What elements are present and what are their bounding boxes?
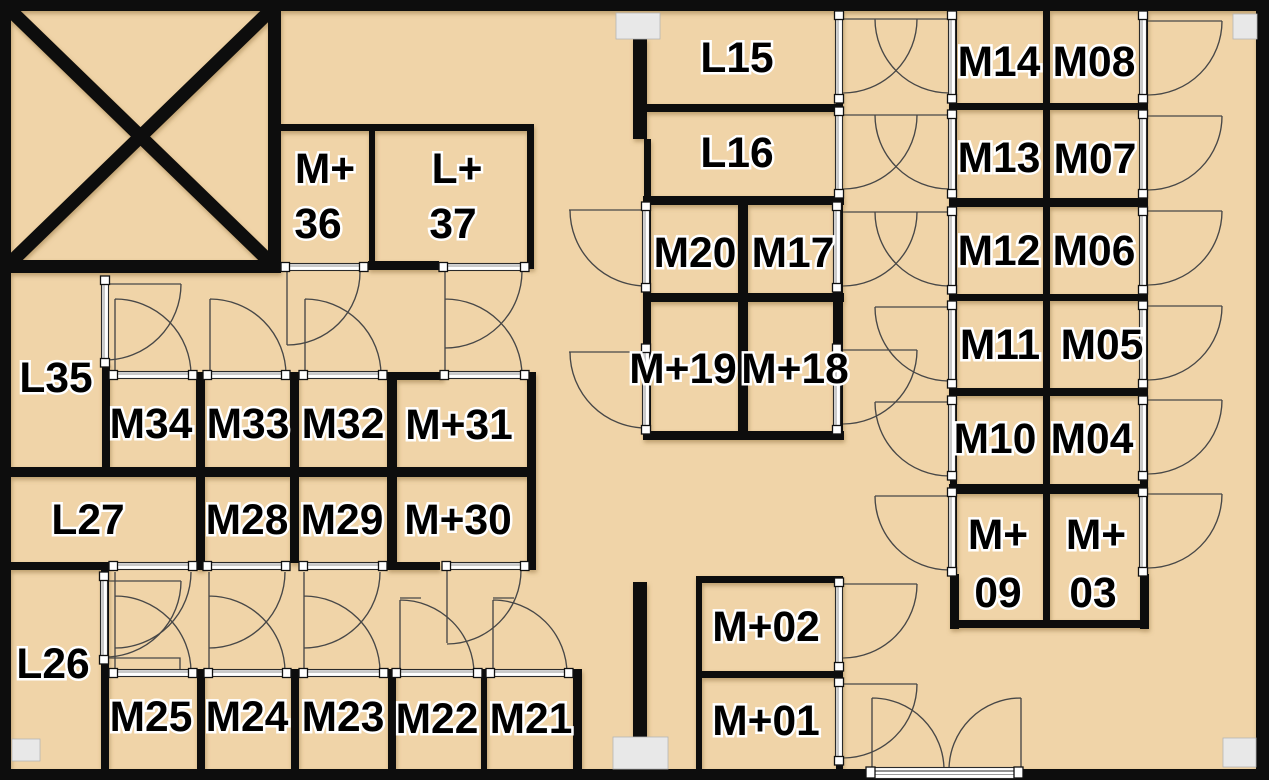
svg-text:M+19: M+19 [629, 346, 737, 393]
svg-text:M21: M21 [490, 696, 573, 743]
svg-text:M32: M32 [302, 401, 385, 448]
svg-text:L27: L27 [51, 497, 124, 544]
svg-text:37: 37 [429, 201, 476, 248]
svg-text:36: 36 [294, 201, 341, 248]
svg-text:M14: M14 [958, 39, 1041, 86]
svg-text:09: 09 [974, 570, 1021, 617]
svg-text:M34: M34 [110, 401, 193, 448]
svg-text:M13: M13 [958, 135, 1041, 182]
svg-text:M06: M06 [1053, 228, 1136, 275]
svg-text:M29: M29 [301, 497, 384, 544]
svg-text:M12: M12 [958, 228, 1041, 275]
svg-text:M+01: M+01 [712, 698, 820, 745]
svg-text:M23: M23 [302, 694, 385, 741]
svg-text:M22: M22 [396, 696, 479, 743]
svg-text:L26: L26 [16, 641, 89, 688]
svg-text:M20: M20 [654, 230, 737, 277]
svg-text:M25: M25 [110, 694, 193, 741]
svg-text:M17: M17 [752, 230, 835, 277]
svg-text:M10: M10 [954, 416, 1037, 463]
svg-text:M05: M05 [1061, 322, 1144, 369]
svg-text:M07: M07 [1054, 136, 1137, 183]
svg-text:M08: M08 [1053, 39, 1136, 86]
svg-text:M04: M04 [1051, 416, 1134, 463]
svg-text:M+02: M+02 [712, 604, 820, 651]
svg-text:M33: M33 [207, 401, 290, 448]
svg-text:M+31: M+31 [405, 402, 513, 449]
svg-text:M+: M+ [1066, 512, 1126, 559]
svg-text:L+: L+ [432, 146, 483, 193]
svg-text:03: 03 [1069, 570, 1116, 617]
svg-text:M28: M28 [206, 497, 289, 544]
svg-text:L16: L16 [700, 130, 773, 177]
svg-text:M11: M11 [960, 322, 1040, 369]
svg-text:M+18: M+18 [741, 346, 849, 393]
svg-text:L15: L15 [700, 35, 773, 82]
svg-text:M+: M+ [968, 512, 1028, 559]
svg-text:L35: L35 [19, 355, 92, 402]
svg-text:M+: M+ [295, 146, 355, 193]
svg-text:M+30: M+30 [404, 497, 512, 544]
svg-text:M24: M24 [206, 694, 289, 741]
